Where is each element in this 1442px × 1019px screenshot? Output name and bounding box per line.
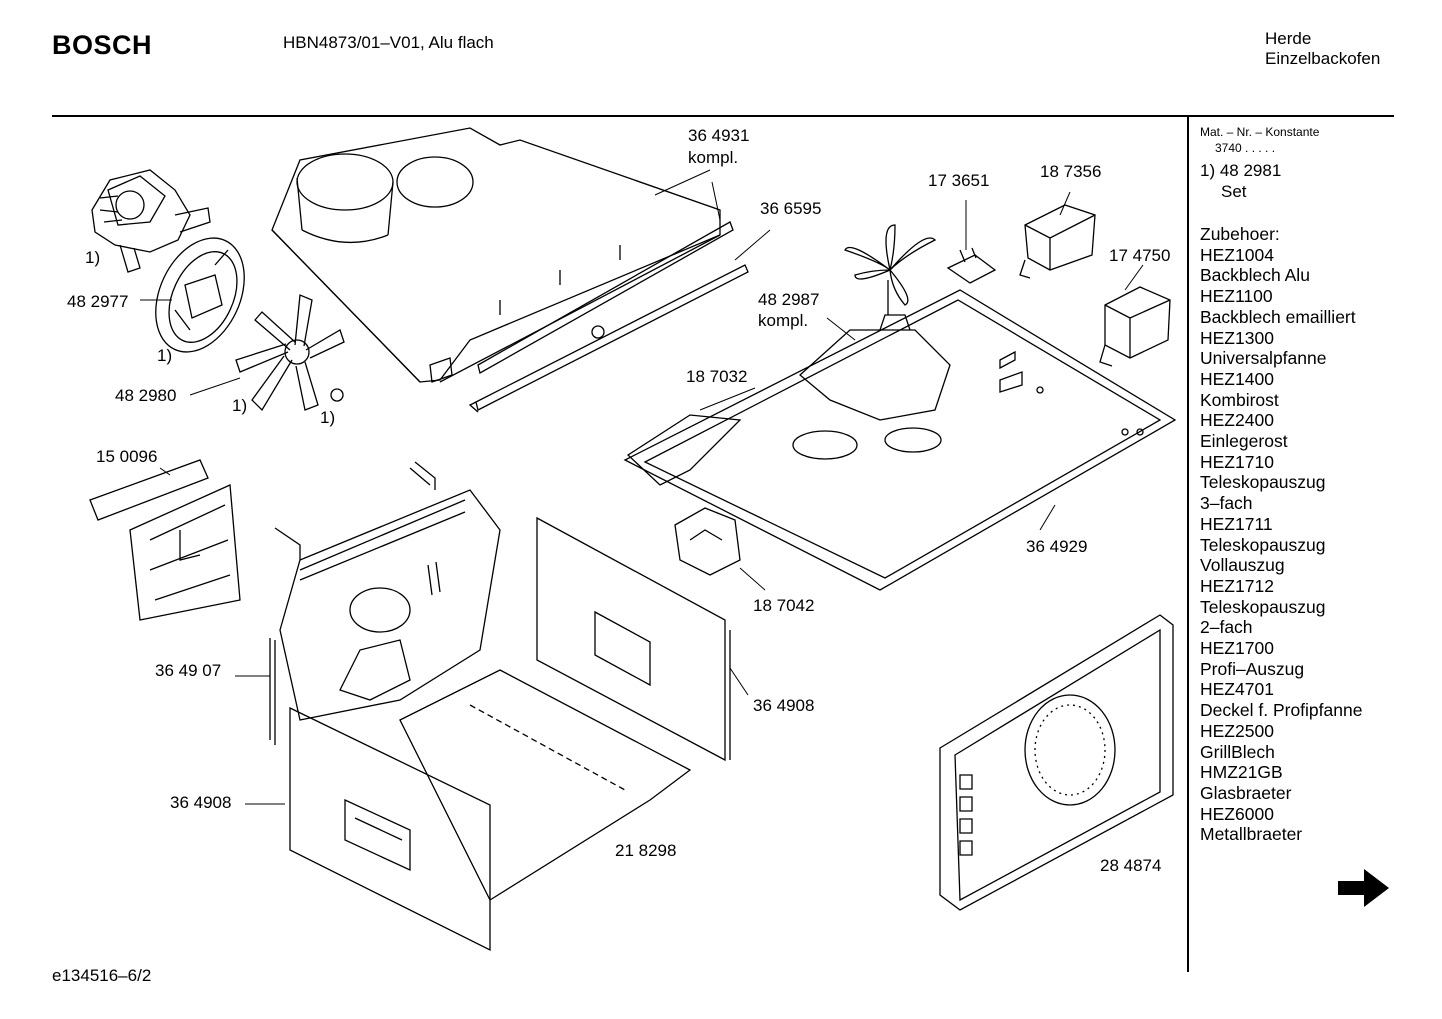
hood-drawing	[272, 128, 720, 382]
accessory-item: HEZ1400	[1200, 368, 1274, 389]
accessory-item: Universalpfanne	[1200, 348, 1327, 369]
part-label-173651: 17 3651	[928, 171, 990, 190]
right-wall-drawing	[537, 518, 730, 760]
accessory-item: HEZ4701	[1200, 679, 1274, 700]
floor-pan-drawing	[400, 670, 690, 900]
part-label-284874: 28 4874	[1100, 856, 1162, 875]
switch-drawing	[675, 508, 740, 575]
part-label-kompl: kompl.	[688, 148, 739, 167]
accessory-item: HEZ2400	[1200, 410, 1274, 431]
fan-shroud-drawing	[138, 224, 261, 367]
accessory-item: Glasbraeter	[1200, 782, 1292, 803]
accessory-item: HEZ1711	[1200, 513, 1273, 534]
accessory-item: Teleskopauszug	[1200, 596, 1326, 617]
accessory-item: Einlegerost	[1200, 431, 1288, 452]
category-label: Herde	[1265, 29, 1312, 48]
relay-2-drawing	[1100, 287, 1170, 366]
left-wall-drawing	[290, 708, 490, 950]
accessory-item: HEZ1300	[1200, 327, 1274, 348]
oven-cavity-drawing	[270, 462, 500, 745]
fan-wheel-drawing	[236, 295, 344, 410]
part-label-364929: 36 4929	[1026, 537, 1088, 556]
part-label-364907: 36 49 07	[155, 661, 222, 680]
switch-block-drawing	[90, 460, 240, 620]
accessory-item: 3–fach	[1200, 493, 1253, 514]
header-divider	[52, 115, 1394, 117]
accessory-item: 2–fach	[1200, 617, 1253, 638]
accessory-item: HEZ1100	[1200, 286, 1273, 307]
accessory-item: Profi–Auszug	[1200, 658, 1305, 679]
part-label-364908: 36 4908	[753, 696, 815, 715]
leader-lines	[140, 170, 1143, 804]
part-label-366595: 36 6595	[760, 199, 822, 218]
accessory-item: Kombirost	[1200, 389, 1279, 410]
part-label-482987: 48 2987	[758, 290, 820, 309]
accessory-item: Teleskopauszug	[1200, 472, 1326, 493]
part-label-150096: 15 0096	[96, 447, 158, 466]
part-label-218298: 21 8298	[615, 841, 677, 860]
fan-motor-assembly-drawing	[800, 225, 950, 420]
set-ref-label: 1)	[320, 408, 336, 427]
accessory-item: Backblech Alu	[1200, 265, 1310, 286]
accessory-heading: Zubehoer:	[1200, 224, 1280, 244]
drawing-id: e134516–6/2	[52, 966, 152, 985]
accessory-item: Backblech emailliert	[1200, 306, 1356, 327]
part-label-187032: 18 7032	[686, 367, 748, 386]
accessory-item: HEZ1710	[1200, 451, 1274, 472]
part-label-187042: 18 7042	[753, 596, 815, 615]
set-ref-label: 1)	[232, 396, 248, 415]
part-label-364931: 36 4931	[688, 126, 750, 145]
accessory-list: Zubehoer: HEZ1004 Backblech Alu HEZ1100 …	[1200, 224, 1362, 845]
part-label-482980: 48 2980	[115, 386, 177, 405]
part-label-364908-2: 36 4908	[170, 793, 232, 812]
accessory-item: Teleskopauszug	[1200, 534, 1326, 555]
oven-top-plate-drawing	[625, 290, 1175, 590]
mat-nr-value: 3740 . . . . .	[1215, 141, 1276, 155]
right-arrow-icon[interactable]	[1336, 866, 1392, 910]
set-number: 1) 48 2981	[1200, 161, 1282, 180]
brand-logo: BOSCH	[52, 30, 153, 60]
part-label-kompl-2: kompl.	[758, 311, 809, 330]
thermostat-drawing	[948, 248, 995, 283]
motor-drawing	[92, 170, 210, 272]
part-label-174750: 17 4750	[1109, 246, 1171, 265]
relay-drawing	[1020, 205, 1095, 278]
accessory-item: HEZ6000	[1200, 803, 1274, 824]
accessory-item: GrillBlech	[1200, 741, 1275, 762]
part-label-187356: 18 7356	[1040, 162, 1102, 181]
oven-door-drawing	[940, 615, 1173, 910]
accessory-item: HMZ21GB	[1200, 762, 1283, 783]
subcategory-label: Einzelbackofen	[1265, 49, 1381, 68]
accessory-item: HEZ1004	[1200, 244, 1274, 265]
model-title: HBN4873/01–V01, Alu flach	[283, 33, 494, 52]
accessory-item: Metallbraeter	[1200, 824, 1303, 845]
side-panel-divider	[1187, 117, 1189, 972]
set-ref-label: 1)	[157, 346, 173, 365]
accessory-item: HEZ2500	[1200, 720, 1274, 741]
rail-strips-drawing	[470, 222, 748, 412]
set-label: Set	[1221, 182, 1247, 201]
part-label-482977: 48 2977	[67, 292, 129, 311]
accessory-item: HEZ1700	[1200, 638, 1274, 659]
accessory-item: Vollauszug	[1200, 555, 1285, 576]
accessory-item: HEZ1712	[1200, 575, 1274, 596]
set-ref-label: 1)	[85, 248, 101, 267]
mat-nr-label: Mat. – Nr. – Konstante	[1200, 125, 1320, 139]
accessory-item: Deckel f. Profipfanne	[1200, 700, 1363, 721]
